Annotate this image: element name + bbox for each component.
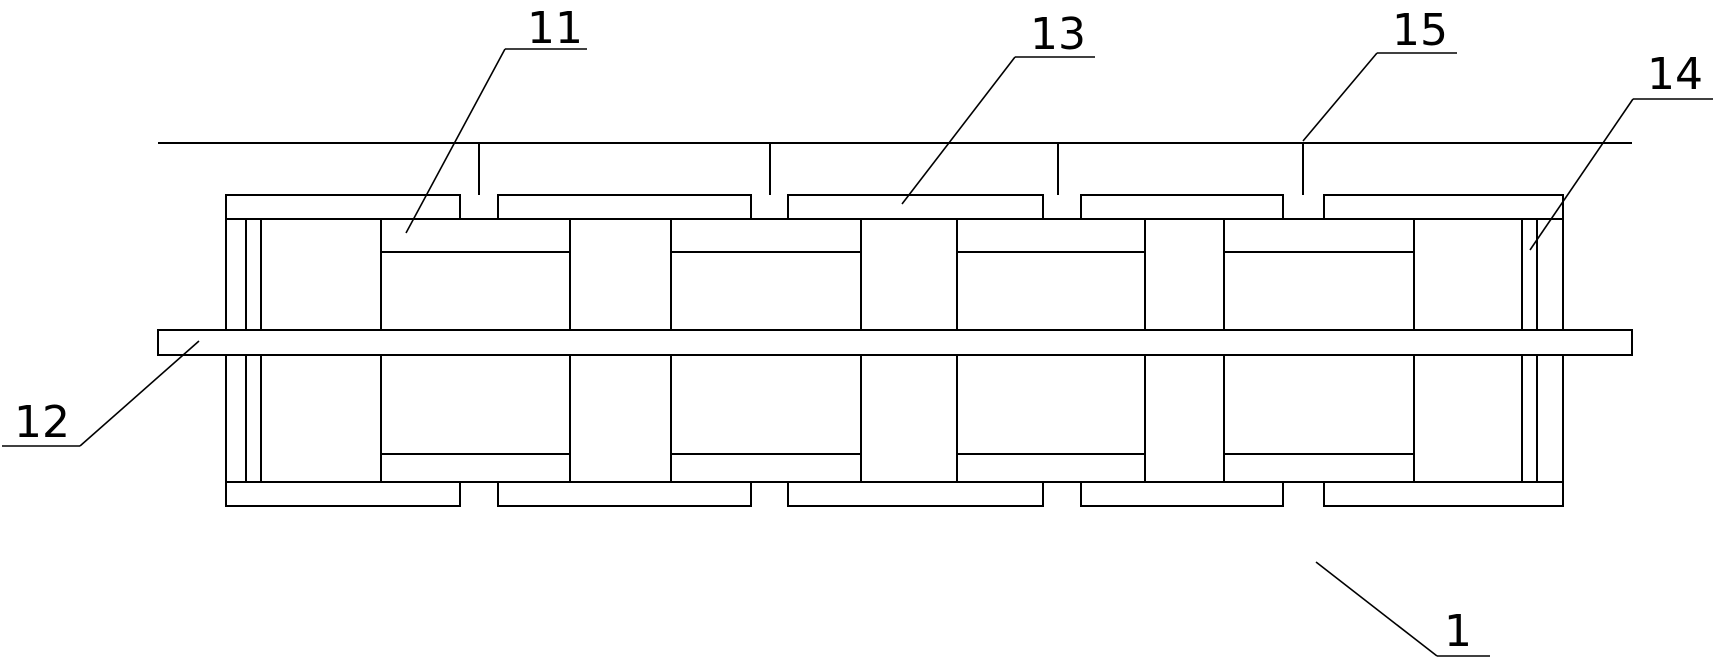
top-bar-assembly: [158, 142, 1632, 195]
central-shaft: [157, 329, 1633, 356]
top-plate-2: [497, 194, 752, 220]
label-14: 14: [1647, 49, 1703, 100]
leader-1: [1315, 561, 1438, 657]
leader-14: [1529, 98, 1634, 251]
leader-lines: [2, 48, 1713, 657]
top-plate-4: [1080, 194, 1284, 220]
leader-12: [79, 340, 200, 447]
roller-4-top-filler: [1223, 218, 1415, 253]
roller-1-top-filler: [380, 218, 571, 253]
roller-3-bottom-filler: [956, 453, 1146, 483]
bottom-hatched-plates: [225, 481, 1564, 507]
leader-15: [1302, 52, 1378, 142]
label-11: 11: [527, 3, 583, 54]
label-13: 13: [1030, 9, 1086, 60]
top-plate-5: [1323, 194, 1564, 220]
bottom-plate-2: [497, 481, 752, 507]
roller-4-bottom-filler: [1223, 453, 1415, 483]
top-plate-3: [787, 194, 1044, 220]
top-hatched-plates: [225, 194, 1564, 220]
bottom-plate-4: [1080, 481, 1284, 507]
label-12: 12: [14, 397, 70, 448]
label-1: 1: [1444, 606, 1472, 657]
roller-2-bottom-filler: [670, 453, 862, 483]
roller-1-bottom-filler: [380, 453, 571, 483]
bottom-plate-3: [787, 481, 1044, 507]
leader-13: [901, 56, 1016, 205]
reference-labels: 11 13 15 14 12 1: [14, 3, 1703, 657]
roller-2-top-filler: [670, 218, 862, 253]
leader-11: [405, 48, 506, 234]
label-15: 15: [1392, 5, 1448, 56]
roller-3-top-filler: [956, 218, 1146, 253]
bottom-plate-5: [1323, 481, 1564, 507]
bottom-plate-1: [225, 481, 461, 507]
